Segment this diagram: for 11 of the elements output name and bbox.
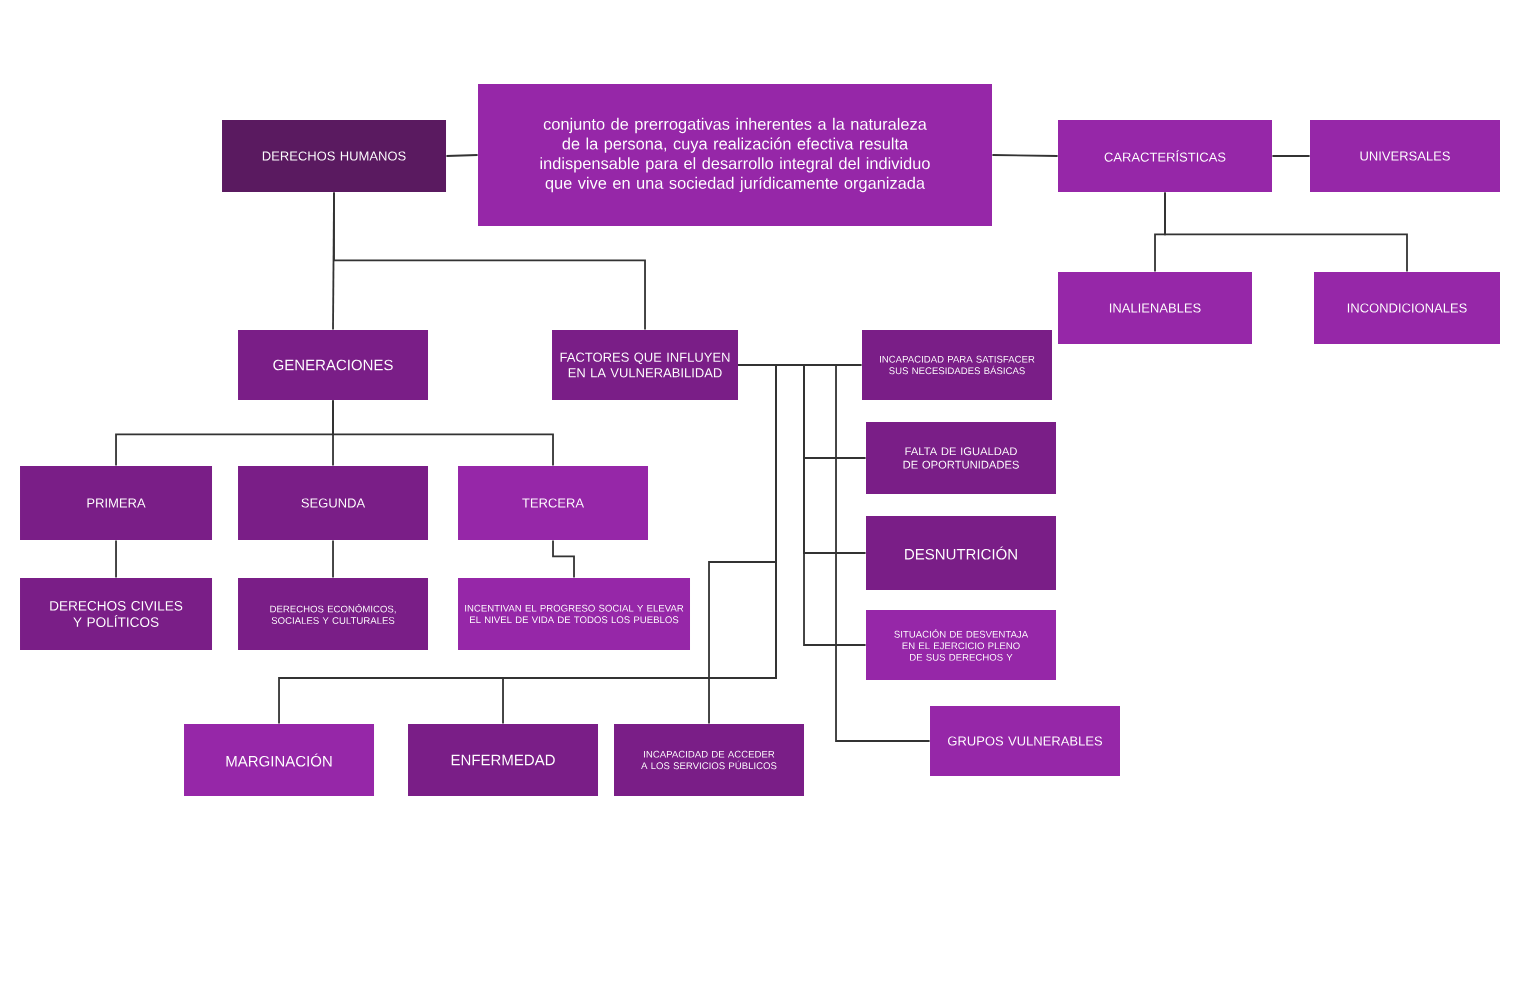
connector-line bbox=[991, 154, 1059, 157]
connector-line bbox=[1164, 191, 1408, 273]
concept-box: conjunto de prerrogativas inherentes a la naturaleza de la persona, cuya realización efectiva resulta indispensable para el desarrollo integral del individuo que vive en una sociedad jurídicamente organizada bbox=[478, 84, 992, 226]
connector-line bbox=[115, 539, 117, 579]
connector-line bbox=[1271, 155, 1311, 157]
connector-line bbox=[552, 539, 575, 579]
connector-line bbox=[708, 364, 777, 725]
connector-line bbox=[332, 539, 334, 579]
connector-line bbox=[445, 154, 479, 157]
connector-line bbox=[332, 399, 554, 467]
connector-line bbox=[333, 191, 646, 331]
